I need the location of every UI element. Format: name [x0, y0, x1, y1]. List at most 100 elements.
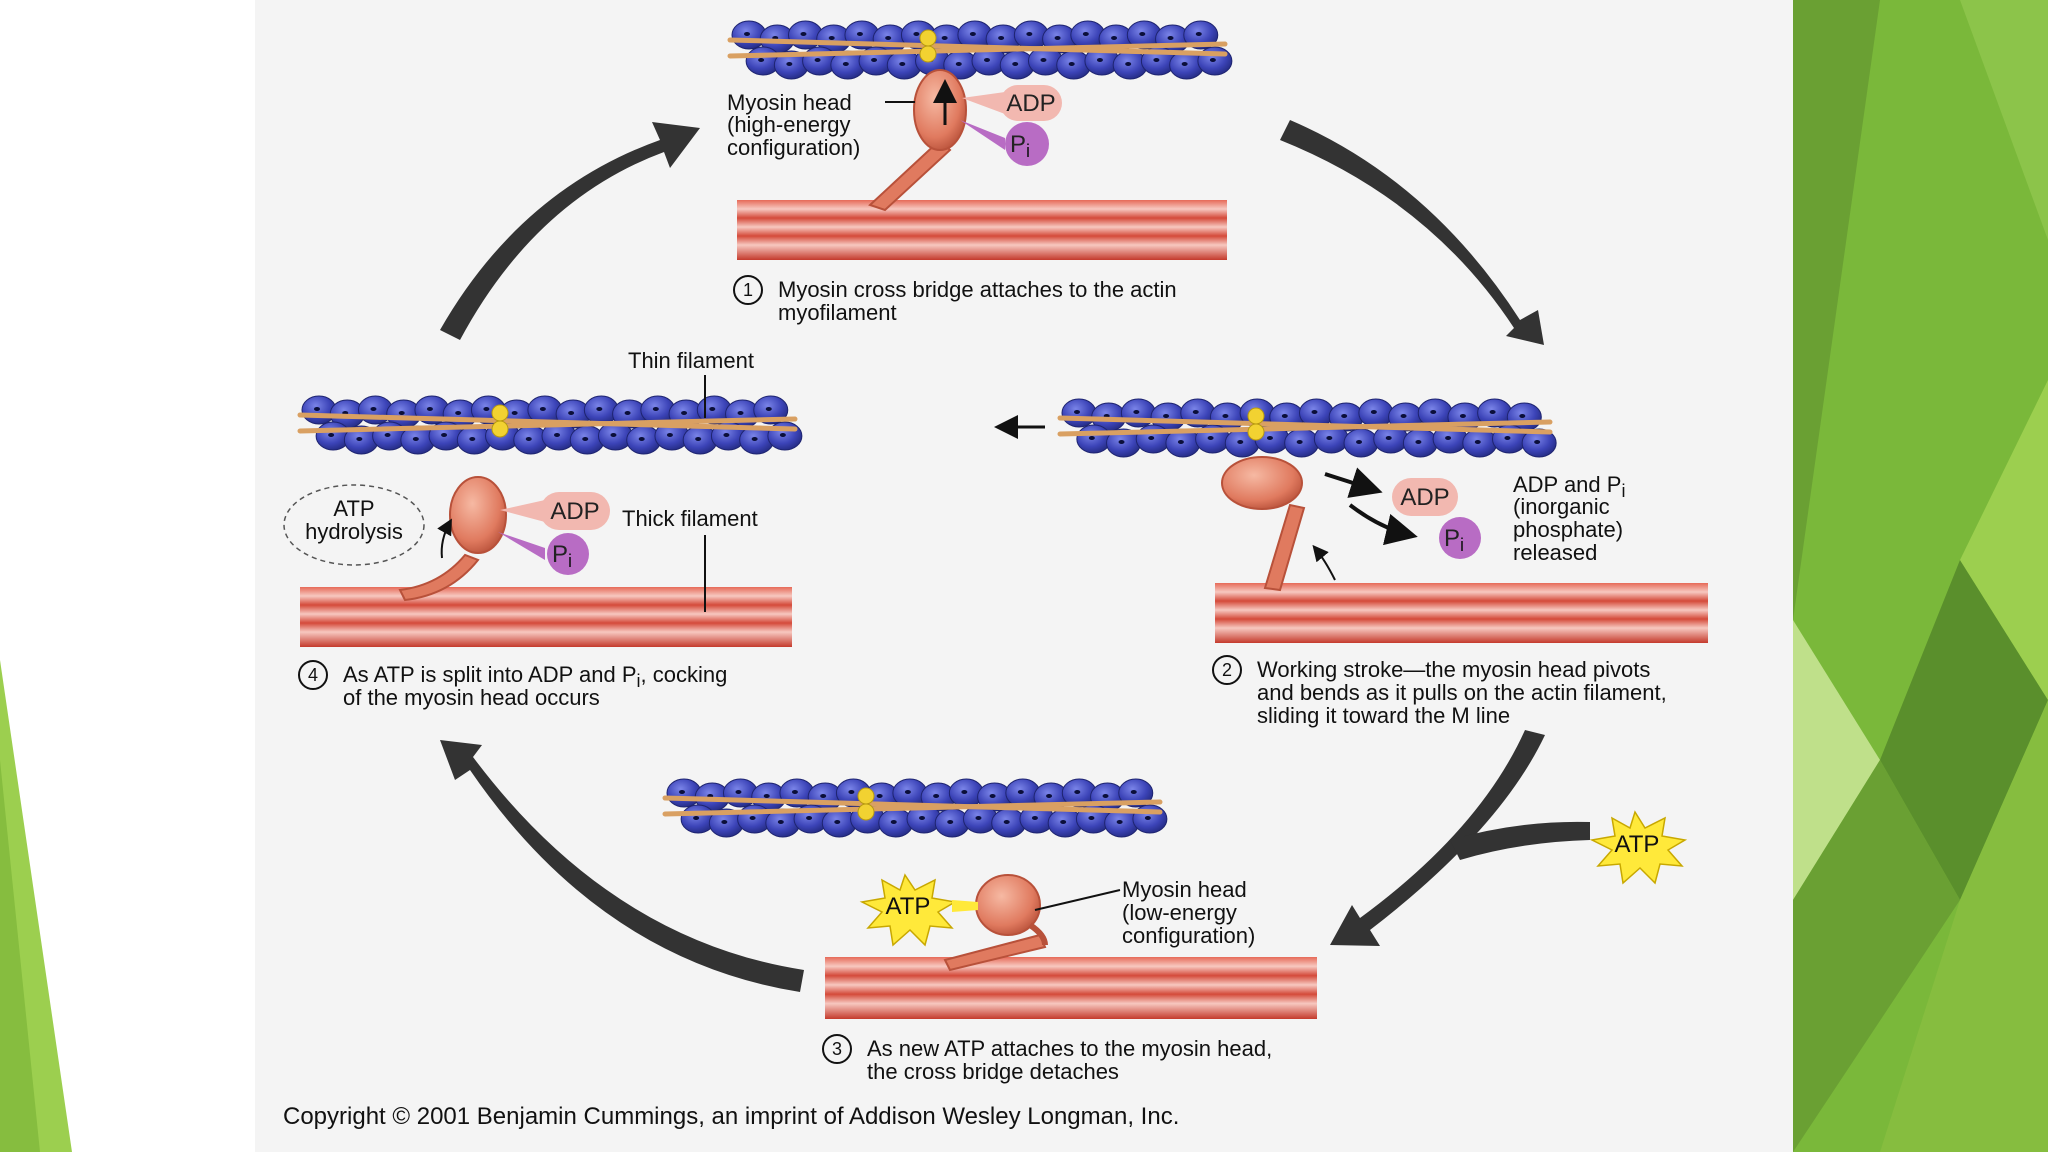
actin-binding-site — [913, 32, 920, 36]
myosin-cross-bridge — [1215, 456, 1708, 643]
actin-binding-site — [1237, 440, 1244, 444]
pi-label: Pi — [1444, 525, 1464, 555]
svg-text:configuration): configuration) — [727, 135, 860, 160]
svg-text:(low-energy: (low-energy — [1122, 900, 1237, 925]
atp-label: ATP — [886, 893, 931, 920]
actin-binding-site — [681, 411, 688, 415]
actin-binding-site — [885, 36, 892, 40]
actin-binding-site — [1181, 62, 1188, 66]
svg-text:hydrolysis: hydrolysis — [305, 519, 403, 544]
troponin — [491, 420, 509, 438]
svg-text:(high-energy: (high-energy — [727, 112, 851, 137]
actin-binding-site — [1207, 436, 1214, 440]
actin-binding-site — [1489, 410, 1496, 414]
actin-binding-site — [758, 58, 765, 62]
svg-text:Thick filament: Thick filament — [622, 506, 758, 531]
actin-binding-site — [314, 407, 320, 411]
actin-binding-site — [984, 58, 990, 62]
actin-binding-site — [777, 820, 784, 824]
actin-binding-site — [693, 816, 700, 820]
actin-binding-site — [695, 437, 702, 441]
actin-binding-site — [1017, 790, 1024, 794]
troponin — [919, 45, 937, 63]
actin-binding-site — [328, 433, 335, 437]
actin-binding-site — [1003, 820, 1010, 824]
actin-binding-site — [1311, 410, 1318, 414]
actin-binding-site — [834, 820, 841, 824]
actin-binding-site — [1153, 58, 1160, 62]
actin-binding-site — [933, 794, 940, 798]
tropomyosin-strand — [297, 412, 798, 432]
actin-binding-site — [786, 62, 793, 66]
svg-text:Thin filament: Thin filament — [628, 348, 754, 373]
actin-binding-site — [961, 790, 968, 794]
actin-binding-site — [848, 790, 855, 794]
actin-binding-site — [749, 816, 756, 820]
atp-hydrolysis-bubble: ATP hydrolysis — [283, 484, 425, 566]
copyright-text: Copyright © 2001 Benjamin Cummings, an i… — [283, 1103, 1179, 1130]
thin-filament — [662, 778, 1168, 838]
actin-binding-site — [1082, 32, 1089, 36]
actin-binding-site — [1341, 414, 1348, 418]
svg-text:ATP: ATP — [333, 496, 374, 521]
actin-binding-site — [814, 58, 821, 62]
svg-text:sliding it toward the M line: sliding it toward the M line — [1257, 703, 1510, 728]
actin-binding-site — [1144, 816, 1151, 820]
actin-binding-site — [441, 433, 448, 437]
step-4-caption: 4 As ATP is split into ADP and Pi, cocki… — [298, 660, 727, 710]
svg-text:As ATP is split into ADP and P: As ATP is split into ADP and Pi, cocking — [343, 662, 727, 691]
actin-binding-site — [723, 433, 730, 437]
actin-binding-site — [455, 411, 462, 415]
actin-binding-site — [1400, 414, 1407, 418]
step-3-caption: 3 As new ATP attaches to the myosin head… — [822, 1034, 1272, 1084]
troponin — [857, 787, 875, 805]
actin-binding-site — [610, 433, 617, 437]
actin-binding-site — [989, 794, 996, 798]
troponin — [1247, 423, 1265, 441]
troponin — [857, 803, 875, 821]
actin-binding-site — [806, 816, 813, 820]
actin-binding-site — [568, 411, 575, 415]
actin-binding-site — [737, 411, 744, 415]
thick-filament — [1215, 583, 1708, 643]
actin-binding-site — [820, 794, 827, 798]
green-decoration-left — [0, 660, 72, 1152]
actin-binding-site — [384, 433, 391, 437]
tropomyosin-strand — [727, 37, 1228, 57]
actin-binding-site — [1088, 816, 1095, 820]
actin-binding-site — [1088, 436, 1095, 440]
actin-binding-site — [1519, 414, 1526, 418]
actin-binding-site — [828, 36, 835, 40]
actin-binding-site — [525, 437, 532, 441]
atp-incoming-label: ATP — [1615, 831, 1660, 858]
svg-text:and bends as it pulls on the a: and bends as it pulls on the actin filam… — [1257, 680, 1667, 705]
actin-binding-site — [511, 411, 518, 415]
actin-binding-site — [941, 36, 948, 40]
actin-binding-site — [904, 790, 911, 794]
actin-binding-site — [1281, 414, 1288, 418]
actin-binding-site — [969, 32, 976, 36]
svg-text:(inorganic: (inorganic — [1513, 494, 1610, 519]
myosin-head — [1221, 456, 1303, 510]
svg-text:released: released — [1513, 540, 1597, 565]
actin-binding-site — [1504, 436, 1511, 440]
thick-filament — [737, 200, 1227, 260]
thin-filament — [1057, 398, 1557, 458]
actin-binding-site — [735, 790, 742, 794]
actin-binding-site — [1370, 410, 1377, 414]
actin-binding-site — [1385, 436, 1392, 440]
actin-binding-site — [652, 407, 659, 411]
actin-binding-site — [1534, 440, 1541, 444]
cycle-arrows — [440, 120, 1590, 992]
actin-binding-site — [356, 437, 363, 441]
actin-binding-site — [1133, 410, 1140, 414]
tropomyosin-strand — [662, 799, 1163, 817]
actin-binding-site — [1068, 62, 1075, 66]
myosin-head — [449, 476, 507, 554]
actin-binding-site — [947, 820, 954, 824]
adp-label: ADP — [1006, 90, 1055, 117]
svg-text:3: 3 — [832, 1039, 842, 1059]
actin-binding-site — [709, 407, 716, 411]
actin-binding-site — [1195, 32, 1202, 36]
